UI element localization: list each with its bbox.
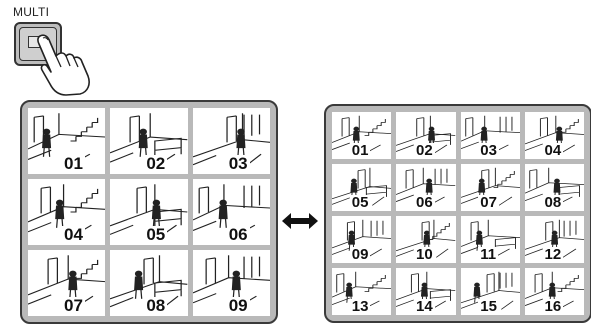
camera-number: 11 xyxy=(478,247,498,262)
camera-number: 04 xyxy=(62,226,85,243)
camera-number: 07 xyxy=(478,195,499,210)
double-arrow-icon xyxy=(280,211,320,231)
camera-tile[interactable]: 16 xyxy=(525,268,584,315)
camera-tile[interactable]: 03 xyxy=(461,112,520,159)
camera-number: 02 xyxy=(414,143,435,158)
camera-tile[interactable]: 05 xyxy=(332,164,391,211)
camera-tile[interactable]: 14 xyxy=(396,268,455,315)
camera-tile[interactable]: 13 xyxy=(332,268,391,315)
camera-tile[interactable]: 10 xyxy=(396,216,455,263)
camera-tile[interactable]: 07 xyxy=(28,250,105,316)
camera-tile[interactable]: 04 xyxy=(28,179,105,245)
camera-number: 08 xyxy=(543,195,564,210)
camera-number: 03 xyxy=(227,155,250,172)
camera-number: 14 xyxy=(414,299,435,314)
monitor-9-split: 01 02 03 04 05 06 07 08 09 xyxy=(20,100,278,324)
camera-number: 03 xyxy=(478,143,499,158)
camera-tile[interactable]: 04 xyxy=(525,112,584,159)
camera-tile[interactable]: 06 xyxy=(396,164,455,211)
camera-number: 06 xyxy=(414,195,435,210)
camera-number: 01 xyxy=(62,155,85,172)
camera-number: 13 xyxy=(350,299,371,314)
camera-number: 08 xyxy=(144,297,167,314)
camera-tile[interactable]: 09 xyxy=(193,250,270,316)
camera-number: 06 xyxy=(227,226,250,243)
camera-number: 04 xyxy=(543,143,564,158)
camera-tile[interactable]: 12 xyxy=(525,216,584,263)
camera-number: 02 xyxy=(144,155,167,172)
camera-number: 10 xyxy=(414,247,435,262)
camera-tile[interactable]: 15 xyxy=(461,268,520,315)
camera-tile[interactable]: 07 xyxy=(461,164,520,211)
camera-number: 09 xyxy=(227,297,250,314)
camera-tile[interactable]: 01 xyxy=(28,108,105,174)
camera-number: 15 xyxy=(478,299,499,314)
camera-tile[interactable]: 03 xyxy=(193,108,270,174)
camera-tile[interactable]: 01 xyxy=(332,112,391,159)
hand-pointer-icon xyxy=(36,34,106,96)
camera-tile[interactable]: 02 xyxy=(396,112,455,159)
camera-number: 09 xyxy=(350,247,371,262)
camera-number: 07 xyxy=(62,297,85,314)
camera-number: 01 xyxy=(350,143,371,158)
camera-number: 12 xyxy=(543,247,564,262)
monitor-16-split: 01 02 03 04 05 06 07 08 09 10 11 12 13 14 15 16 xyxy=(324,104,591,323)
camera-number: 05 xyxy=(350,195,371,210)
camera-tile[interactable]: 09 xyxy=(332,216,391,263)
camera-tile[interactable]: 05 xyxy=(110,179,187,245)
multi-button-label: MULTI xyxy=(13,5,49,19)
camera-tile[interactable]: 06 xyxy=(193,179,270,245)
camera-tile[interactable]: 02 xyxy=(110,108,187,174)
camera-tile[interactable]: 08 xyxy=(525,164,584,211)
camera-tile[interactable]: 11 xyxy=(461,216,520,263)
camera-number: 05 xyxy=(144,226,167,243)
camera-number: 16 xyxy=(543,299,564,314)
camera-tile[interactable]: 08 xyxy=(110,250,187,316)
